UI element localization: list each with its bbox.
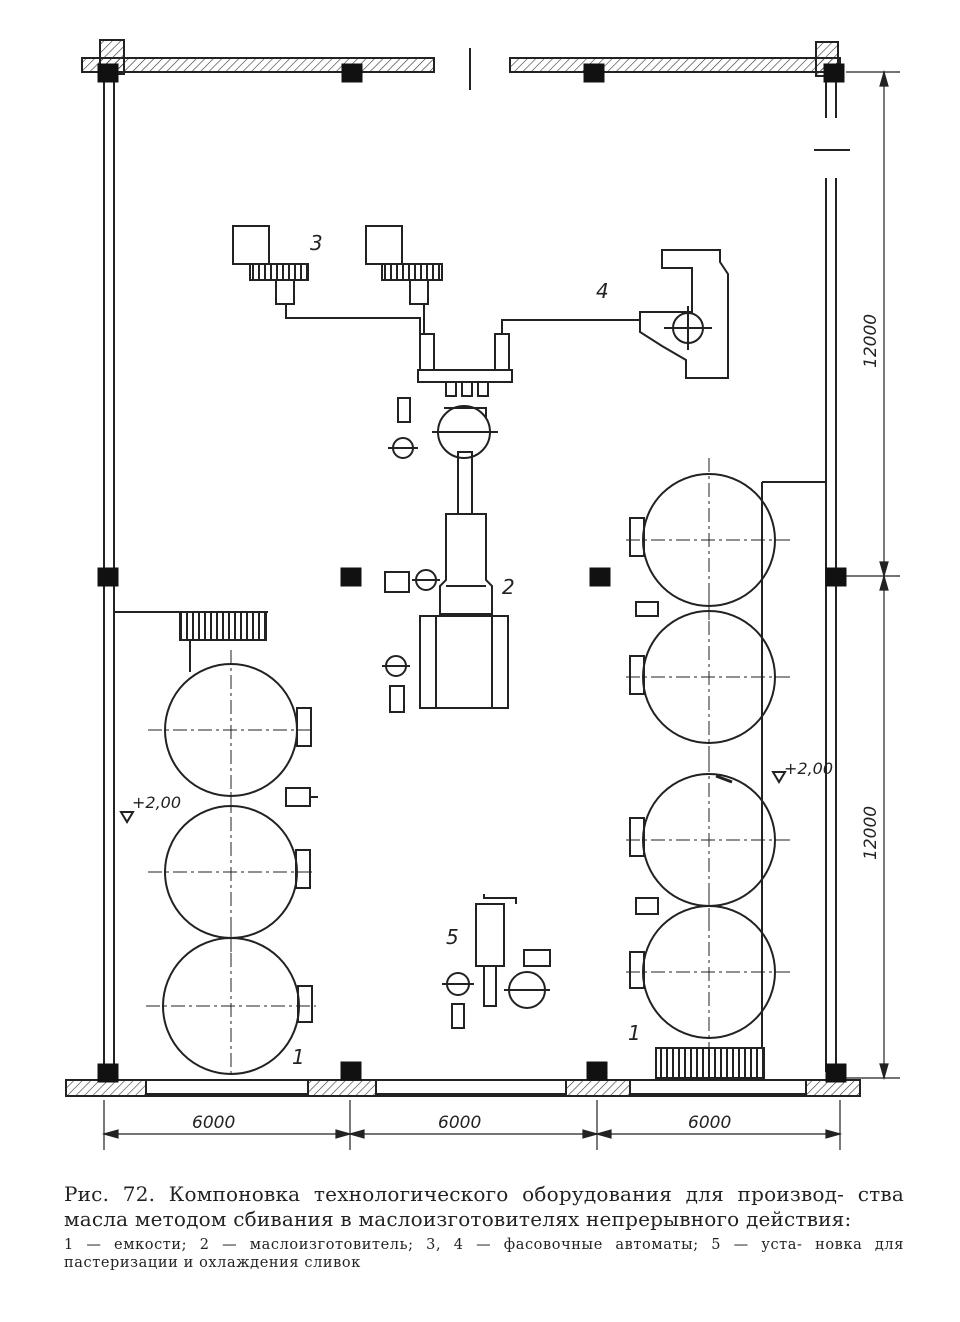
structural-columns — [97, 63, 847, 1083]
storage-tanks-right — [626, 458, 826, 1079]
level-mark-left: +2,00 — [132, 793, 181, 812]
building-walls — [65, 39, 861, 1097]
dimension-right-lower: 12000 — [861, 806, 881, 860]
dimension-right-upper: 12000 — [861, 314, 881, 368]
label-tanks-right-1: 1 — [628, 1021, 641, 1045]
label-pasteurizer-5: 5 — [446, 925, 459, 949]
label-tanks-left-1: 1 — [292, 1045, 305, 1069]
storage-tanks-left — [114, 611, 318, 1076]
distribution-manifold — [417, 319, 640, 397]
label-filler-4: 4 — [596, 279, 609, 303]
dimension-lines — [101, 69, 900, 1150]
caption-legend: 1 — емкости; 2 — маслоизготовитель; 3, 4… — [64, 1237, 904, 1271]
figure-caption: Рис. 72. Компоновка технологического обо… — [64, 1182, 904, 1272]
equipment-layout-plan: 3 4 2 5 1 1 +2,00 +2,00 6000 6000 6000 1… — [65, 39, 900, 1150]
dimension-bottom-3: 6000 — [688, 1113, 731, 1133]
filling-machines-3 — [232, 225, 443, 334]
dimension-bottom-2: 6000 — [438, 1113, 481, 1133]
figure-labels: 3 4 2 5 1 1 +2,00 +2,00 6000 6000 6000 1… — [132, 231, 881, 1133]
caption-title: Рис. 72. Компоновка технологического обо… — [64, 1182, 904, 1231]
dimension-bottom-1: 6000 — [192, 1113, 235, 1133]
butter-churn-2 — [382, 397, 509, 713]
filling-machine-4 — [639, 249, 729, 379]
label-churn-2: 2 — [502, 575, 515, 599]
label-filler-3: 3 — [310, 231, 323, 255]
level-mark-right: +2,00 — [784, 759, 833, 778]
pasteurization-unit-5 — [442, 894, 551, 1029]
